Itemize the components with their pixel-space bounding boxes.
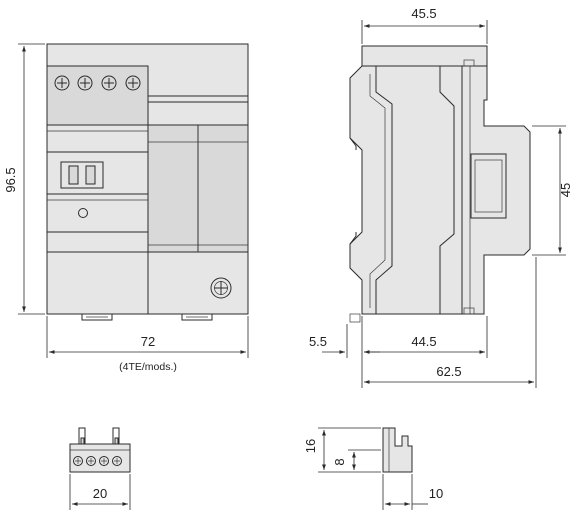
dim-plug-height-partial: 8	[332, 458, 347, 465]
plug-screw-icon	[112, 456, 122, 466]
terminal-block-top	[46, 65, 149, 126]
earth-screw-slot	[214, 281, 228, 295]
front-dimensions: 96.5 72 (4TE/mods.)	[3, 43, 249, 373]
front-view	[46, 43, 249, 321]
indicator-flag	[68, 165, 79, 185]
plug-screw-slot	[75, 458, 81, 464]
plug-side-body	[382, 427, 413, 473]
screw-slot	[80, 78, 90, 88]
plug-screw-slot	[101, 458, 107, 464]
rail-hook-top	[349, 137, 357, 150]
side-module-window	[470, 153, 507, 219]
screw-slot	[104, 78, 114, 88]
side-top-cap	[361, 45, 488, 67]
earth-screw-icon	[210, 277, 232, 299]
dim-front-width-note: (4TE/mods.)	[119, 361, 177, 373]
side-view	[349, 45, 531, 323]
plug-screw-icon	[86, 456, 96, 466]
side-back-contour	[439, 66, 455, 314]
plug-screw-slot	[114, 458, 120, 464]
dim-side-rail-offset: 5.5	[309, 334, 327, 349]
plug-side-view	[382, 427, 413, 473]
side-slot	[463, 59, 475, 67]
plug-pin	[112, 427, 120, 444]
plug-pin	[78, 427, 86, 444]
plug-pin-detail	[114, 437, 119, 445]
side-slot	[463, 307, 475, 315]
din-clip-left	[81, 314, 113, 321]
side-bottom-clip	[349, 313, 361, 323]
dim-side-body-depth: 44.5	[411, 334, 436, 349]
dim-plug-depth: 10	[429, 486, 443, 501]
screw-icon	[101, 75, 117, 91]
rail-hook-bottom	[349, 232, 357, 245]
front-step-line	[147, 66, 248, 97]
dim-plug-height-total: 16	[303, 439, 318, 453]
dim-plug-width: 20	[93, 486, 107, 501]
dim-front-width: 72	[141, 334, 155, 349]
screw-icon	[125, 75, 141, 91]
plug-front-dimensions: 20	[69, 474, 131, 510]
side-inner-contour	[375, 66, 393, 314]
dim-side-total-depth: 62.5	[436, 364, 461, 379]
din-clip-right	[181, 314, 213, 321]
side-module-window-inner	[474, 159, 503, 213]
plug-screw-icon	[99, 456, 109, 466]
side-inner-contour-2	[369, 74, 386, 308]
screw-icon	[77, 75, 93, 91]
screw-icon	[54, 75, 70, 91]
protection-module-right	[197, 124, 249, 253]
plug-pin-detail	[80, 437, 85, 445]
side-body	[349, 65, 531, 315]
protection-module-left	[147, 124, 199, 253]
plug-screw-slot	[88, 458, 94, 464]
indicator-window	[60, 161, 104, 189]
plug-side-dimensions: 16 8 10	[303, 427, 443, 510]
plug-screw-icon	[73, 456, 83, 466]
dim-side-top-width: 45.5	[411, 6, 436, 21]
terminal-screws	[54, 75, 141, 91]
dim-side-module-height: 45	[558, 183, 573, 197]
side-dimensions: 45.5 45 5.5 44.5 62.5	[309, 6, 573, 388]
status-led-icon	[78, 208, 88, 218]
plug-front-view	[69, 427, 131, 473]
dim-front-height: 96.5	[3, 167, 18, 192]
screw-slot	[57, 78, 67, 88]
indicator-flag	[85, 165, 96, 185]
screw-slot	[128, 78, 138, 88]
